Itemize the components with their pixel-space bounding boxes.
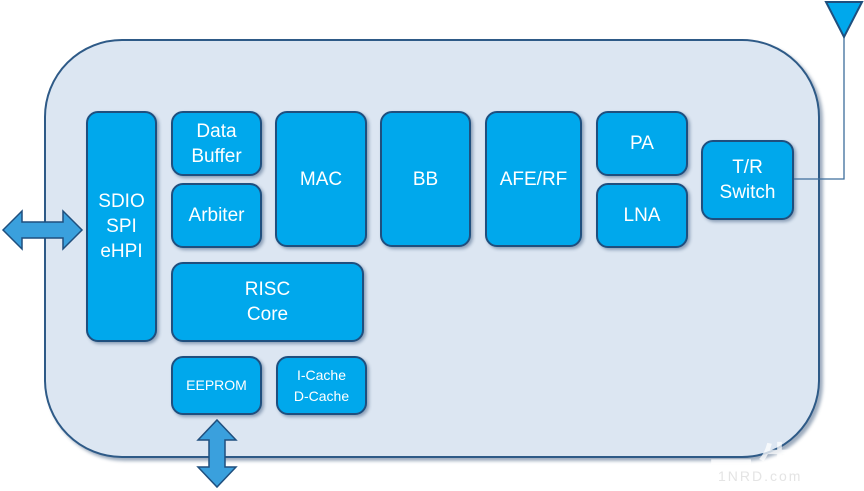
block-afe-rf: AFE/RF	[485, 111, 582, 247]
block-arbiter: Arbiter	[171, 183, 262, 248]
block-host-interface: SDIO SPI eHPI	[86, 111, 157, 342]
block-tr-switch: T/R Switch	[701, 140, 794, 220]
antenna-feed-line	[794, 36, 845, 180]
block-lna: LNA	[596, 183, 688, 248]
host-bidirectional-arrow-icon	[1, 209, 84, 251]
antenna-icon	[824, 1, 864, 40]
watermark-cn: 一牛网	[710, 440, 855, 487]
block-bb: BB	[380, 111, 471, 247]
block-data-buffer: Data Buffer	[171, 111, 262, 176]
block-cache: I-Cache D-Cache	[276, 356, 367, 415]
block-risc-core: RISC Core	[171, 262, 364, 342]
block-pa: PA	[596, 111, 688, 176]
watermark-en: 1NRD.com	[718, 468, 803, 484]
block-mac: MAC	[275, 111, 367, 247]
block-eeprom: EEPROM	[171, 356, 262, 415]
eeprom-bidirectional-arrow-icon	[196, 418, 238, 489]
